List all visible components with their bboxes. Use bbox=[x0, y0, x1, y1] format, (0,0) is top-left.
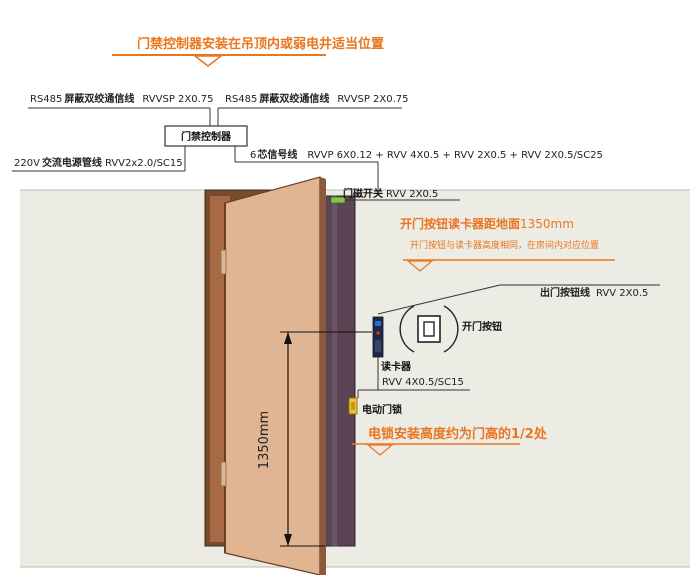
exit-button-icon bbox=[399, 305, 459, 353]
hinge-lower bbox=[220, 461, 227, 487]
svg-text:RVV 4X0.5/SC15: RVV 4X0.5/SC15 bbox=[382, 377, 464, 388]
card-reader-label: 读卡器 bbox=[381, 360, 412, 373]
lock-line: RVV 4X0.5/SC15 bbox=[357, 357, 470, 398]
door-switch-label: 门磁开关 bbox=[343, 187, 383, 200]
svg-text:开门按钮与读卡器高度相同，在房间内对应位置: 开门按钮与读卡器高度相同，在房间内对应位置 bbox=[410, 239, 599, 251]
button-height-note: 开门按钮读卡器距地面1350mm 开门按钮与读卡器高度相同，在房间内对应位置 bbox=[400, 216, 615, 272]
hinge-upper bbox=[220, 249, 227, 275]
height-dimension-label: 1350mm bbox=[257, 411, 272, 469]
exit-button-label: 开门按钮 bbox=[462, 320, 502, 333]
controller-location-note: 门禁控制器安装在吊顶内或弱电井适当位置 bbox=[137, 36, 384, 52]
card-reader bbox=[372, 316, 384, 358]
electric-lock bbox=[348, 397, 358, 415]
electric-lock-label: 电动门锁 bbox=[362, 403, 402, 416]
height-dimension: 1350mm bbox=[257, 331, 372, 547]
door-switch: 门磁开关 bbox=[330, 187, 383, 204]
door-switch-line: RVV 2X0.5 bbox=[378, 189, 460, 201]
door-leaf bbox=[220, 176, 326, 575]
title-pointer bbox=[192, 55, 224, 67]
controller-box bbox=[164, 125, 248, 147]
svg-text:电锁安装高度约为门高的1/2处: 电锁安装高度约为门高的1/2处 bbox=[368, 426, 548, 442]
svg-text:RVV 2X0.5: RVV 2X0.5 bbox=[386, 189, 438, 200]
lock-height-note: 电锁安装高度约为门高的1/2处 bbox=[352, 426, 548, 456]
svg-text:开门按钮读卡器距地面1350mm: 开门按钮读卡器距地面1350mm bbox=[400, 216, 574, 231]
controller-label: 门禁控制器 bbox=[181, 130, 232, 143]
